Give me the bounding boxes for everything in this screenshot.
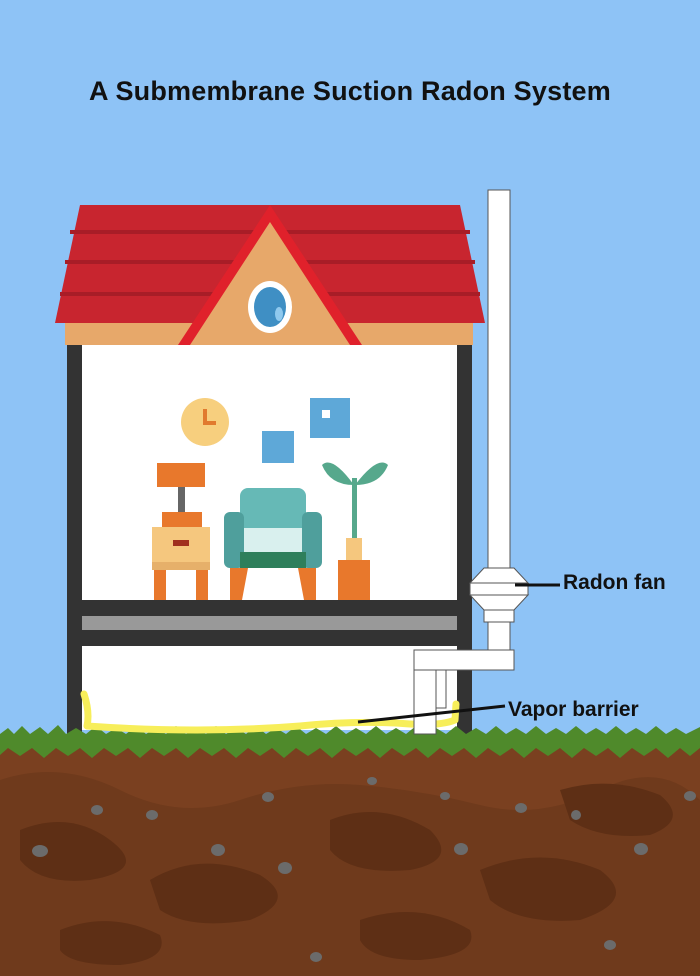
- vent-stack: [487, 189, 511, 569]
- right-wall: [457, 345, 472, 735]
- crawlspace-ceiling: [82, 630, 457, 646]
- floor-beam: [82, 600, 457, 616]
- chair-leg: [298, 568, 316, 600]
- rock: [684, 791, 696, 801]
- diagram-title: A Submembrane Suction Radon System: [89, 76, 611, 106]
- table-leg: [154, 570, 166, 600]
- vapor-barrier-label: Vapor barrier: [508, 698, 639, 721]
- rock: [604, 940, 616, 950]
- soil-band: [0, 772, 700, 976]
- armchair-seat: [240, 552, 306, 568]
- drawer-handle: [173, 540, 189, 546]
- armchair-arm-left: [224, 512, 244, 568]
- rock: [634, 843, 648, 855]
- chair-leg: [230, 568, 248, 600]
- rock: [146, 810, 158, 820]
- soil-ground: [0, 742, 700, 976]
- pipe-collar: [435, 669, 447, 709]
- pipe-section: [487, 621, 511, 651]
- table-leg: [196, 570, 208, 600]
- soil-clump: [150, 863, 278, 924]
- soil-clump: [20, 822, 126, 881]
- radon-pipe-system: [413, 189, 530, 735]
- plant-leaf: [355, 462, 388, 485]
- rock: [571, 810, 581, 820]
- plant-stem: [352, 478, 357, 538]
- soil-clump: [60, 921, 162, 965]
- plant-pot: [338, 560, 370, 600]
- rock: [310, 952, 322, 962]
- vapor-barrier-leader: [357, 704, 506, 724]
- lamp-stem: [178, 487, 185, 512]
- pipe-coupling: [483, 609, 515, 623]
- soil-clump: [330, 812, 442, 871]
- wall-picture: [262, 431, 294, 463]
- attic-window: [254, 287, 286, 327]
- rock: [454, 843, 468, 855]
- plant-leaf: [322, 462, 354, 485]
- clock-hands: [203, 409, 216, 425]
- radon-fan-label: Radon fan: [563, 571, 666, 594]
- horizontal-pipe: [413, 649, 515, 671]
- room-decor: [152, 398, 388, 600]
- rock: [91, 805, 103, 815]
- rock: [32, 845, 48, 857]
- floor-joist: [82, 616, 457, 630]
- rock: [262, 792, 274, 802]
- armchair-cushion: [244, 528, 302, 554]
- side-table-apron: [152, 562, 210, 570]
- rock: [367, 777, 377, 785]
- roof: [55, 205, 485, 345]
- soil-clump: [560, 783, 673, 836]
- lamp-shade: [157, 463, 205, 487]
- rock: [440, 792, 450, 800]
- left-wall: [67, 345, 82, 735]
- rock: [211, 844, 225, 856]
- gable-trim: [178, 205, 362, 345]
- soil-clump: [480, 857, 616, 921]
- gable: [190, 215, 350, 345]
- armchair-arm-right: [302, 512, 322, 568]
- rock: [515, 803, 527, 813]
- suction-pipe: [413, 669, 437, 735]
- fan-base: [468, 594, 530, 611]
- house-frame: [67, 345, 472, 735]
- plant-vase: [346, 538, 362, 560]
- fan-cap: [468, 567, 530, 584]
- wall-picture-detail: [322, 410, 330, 418]
- rock: [278, 862, 292, 874]
- attic-window-glare: [275, 307, 283, 321]
- soil-clump: [360, 912, 472, 960]
- lamp-base: [162, 512, 202, 527]
